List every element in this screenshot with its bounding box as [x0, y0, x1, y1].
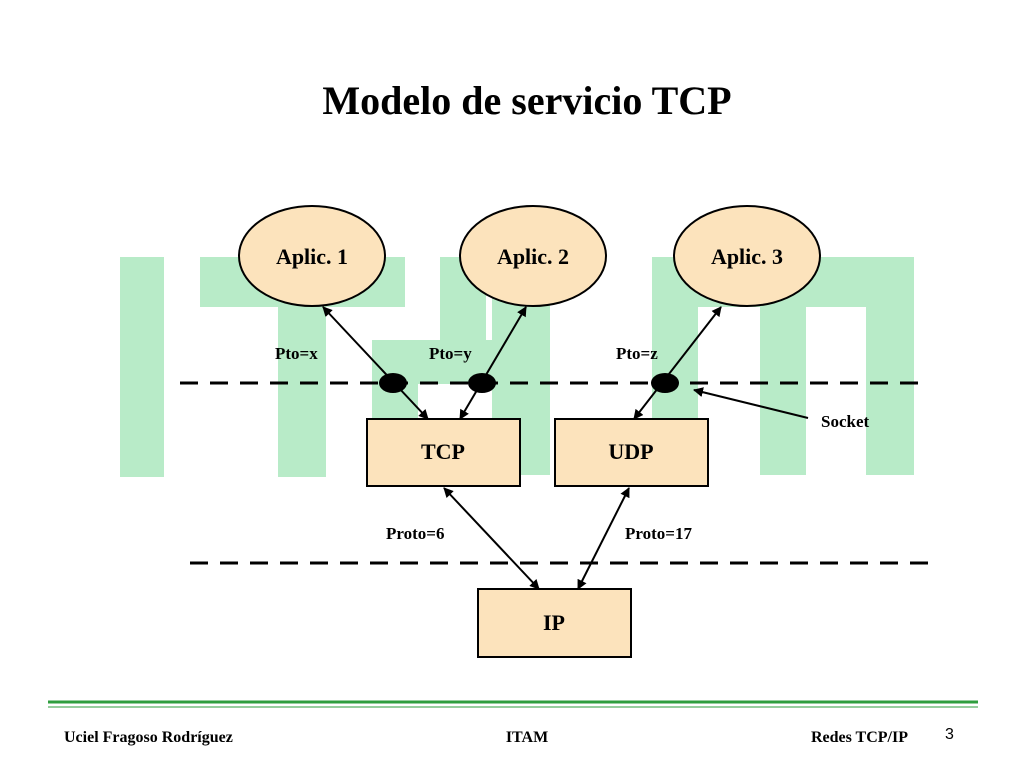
- socket-dot-z: [651, 373, 679, 393]
- app-node-1-label: Aplic. 1: [276, 244, 348, 269]
- app-node-3-shape: [673, 205, 821, 307]
- app-node-3-label: Aplic. 3: [711, 244, 783, 269]
- proto-17-label: Proto=17: [625, 524, 692, 543]
- port-y-label: Pto=y: [429, 344, 472, 363]
- port-x-label: Pto=x: [275, 344, 318, 363]
- footer-author: Uciel Fragoso Rodríguez: [64, 729, 233, 746]
- app-node-3: Aplic. 3: [673, 205, 821, 307]
- ip-node: IP: [477, 588, 632, 658]
- arrow-tcp-ip: [443, 487, 540, 590]
- udp-node-label: UDP: [608, 439, 653, 464]
- tcp-node: TCP: [366, 418, 521, 487]
- socket-label: Socket: [821, 412, 870, 431]
- tcp-node-shape: [366, 418, 521, 487]
- arrow-app3-udp: [633, 306, 722, 420]
- arrow-app2-tcp: [459, 306, 527, 420]
- footer-institution: ITAM: [506, 729, 548, 746]
- udp-node-shape: [554, 418, 709, 487]
- slide-title: Modelo de servicio TCP: [322, 78, 731, 123]
- ip-node-label: IP: [543, 610, 565, 635]
- footer-course: Redes TCP/IP: [811, 729, 908, 746]
- app-node-1-shape: [238, 205, 386, 307]
- page-number: 3: [945, 726, 954, 743]
- ip-node-shape: [477, 588, 632, 658]
- connector-arrows: [322, 306, 809, 590]
- socket-dot-y: [468, 373, 496, 393]
- app-node-2: Aplic. 2: [459, 205, 607, 307]
- tcp-node-label: TCP: [421, 439, 465, 464]
- socket-dot-x: [379, 373, 407, 393]
- arrow-udp-ip: [577, 487, 630, 590]
- app-node-2-label: Aplic. 2: [497, 244, 569, 269]
- app-node-2-shape: [459, 205, 607, 307]
- proto-6-label: Proto=6: [386, 524, 444, 543]
- udp-node: UDP: [554, 418, 709, 487]
- app-node-1: Aplic. 1: [238, 205, 386, 307]
- arrow-app1-tcp: [322, 306, 429, 420]
- port-z-label: Pto=z: [616, 344, 658, 363]
- arrow-socket-pointer: [693, 387, 809, 419]
